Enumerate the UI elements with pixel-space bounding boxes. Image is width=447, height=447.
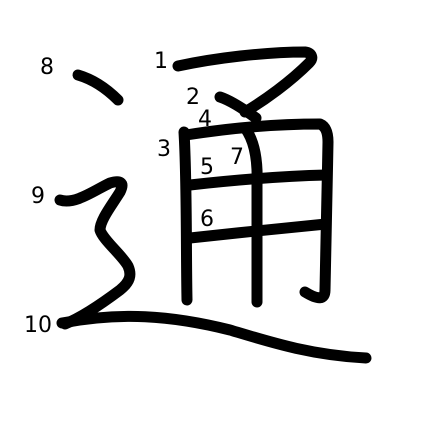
stroke-number-10: 10 <box>24 313 52 338</box>
stroke-number-8: 8 <box>40 55 54 80</box>
stroke-8 <box>72 69 124 106</box>
stroke-10 <box>56 310 372 364</box>
stroke-1 <box>172 46 318 118</box>
stroke-number-7: 7 <box>230 145 244 170</box>
stroke-number-4: 4 <box>198 107 212 132</box>
stroke-number-6: 6 <box>200 207 214 232</box>
stroke-7 <box>239 122 263 308</box>
stroke-number-1: 1 <box>154 49 168 74</box>
stroke-3 <box>178 126 193 306</box>
stroke-number-5: 5 <box>200 155 214 180</box>
stroke-9 <box>54 176 136 330</box>
stroke-2 <box>214 91 262 124</box>
stroke-number-9: 9 <box>31 184 45 209</box>
stroke-4 <box>180 118 334 304</box>
stroke-number-3: 3 <box>157 137 171 162</box>
stroke-number-2: 2 <box>186 85 200 110</box>
